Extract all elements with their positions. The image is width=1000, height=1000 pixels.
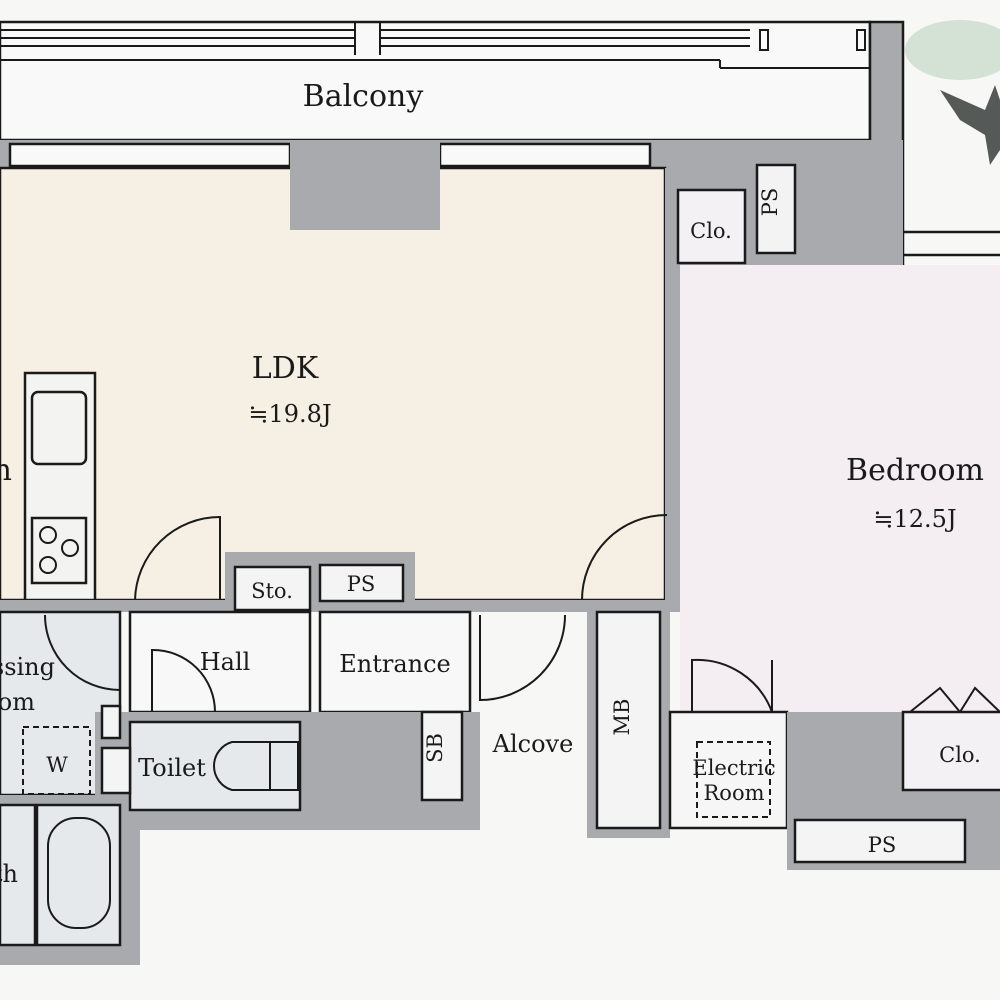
electric-room — [668, 710, 789, 830]
closet-bedroom-label: Clo. — [939, 743, 981, 767]
entrance-door-icon — [479, 614, 566, 702]
door-swing-icon — [151, 648, 216, 713]
dressing-label: Dressing — [0, 653, 55, 681]
door-swing-icon — [134, 514, 668, 601]
washer-label: W — [46, 753, 68, 777]
window — [438, 142, 652, 168]
bath-label: Bath — [0, 860, 18, 888]
storage-label: Sto. — [251, 579, 293, 603]
balcony-label: Balcony — [303, 79, 424, 114]
bath-entry — [0, 803, 37, 947]
bedroom-room — [680, 265, 1000, 712]
ldk-area: ≒19.8J — [248, 400, 331, 428]
closet-top-label: Clo. — [690, 219, 732, 243]
sink-icon — [30, 390, 88, 466]
entrance-label: Entrance — [339, 650, 451, 678]
closet-bedroom[interactable] — [901, 710, 1000, 792]
toilet-label: Toilet — [138, 754, 206, 782]
meter-box — [595, 610, 662, 830]
meter-box-label: MB — [610, 699, 634, 736]
dressing-label-2: Room — [0, 688, 35, 716]
electric-label-2: Room — [703, 781, 764, 805]
shoe-box[interactable] — [420, 710, 464, 802]
shoe-box-label: SB — [423, 733, 447, 763]
ps-small — [100, 704, 122, 740]
bathroom — [35, 803, 122, 947]
alcove-label: Alcove — [492, 730, 574, 758]
kitchen-counter — [23, 371, 97, 602]
electric-label: Electric — [692, 756, 775, 780]
sink-icon — [100, 746, 132, 795]
toilet-icon — [213, 741, 271, 791]
pillar — [290, 140, 440, 230]
bedroom-label: Bedroom — [846, 453, 984, 488]
wall — [665, 168, 680, 608]
pipe-space-bottom — [793, 818, 967, 864]
entrance — [318, 610, 472, 714]
ps-mid-label: PS — [347, 572, 376, 596]
ps-top-label: PS — [758, 188, 782, 217]
window — [8, 142, 292, 168]
bathtub-icon — [47, 817, 111, 929]
leaf-decoration-icon — [905, 20, 1000, 165]
kitchen-label: Kitchen — [0, 453, 12, 488]
closet-top[interactable] — [676, 188, 747, 265]
ps-bottom-label: PS — [868, 833, 897, 857]
bedroom-area: ≒12.5J — [873, 505, 956, 533]
ldk-room — [0, 166, 667, 602]
balcony-area — [0, 20, 872, 142]
hall — [128, 610, 312, 714]
hall-label: Hall — [200, 648, 251, 676]
pipe-space-mid — [318, 563, 405, 603]
stove-icon — [30, 516, 88, 585]
balcony-railing — [0, 22, 870, 69]
washer-space — [22, 726, 91, 795]
ldk-label: LDK — [252, 351, 319, 386]
pipe-space-top — [755, 163, 797, 255]
storage[interactable] — [233, 565, 312, 612]
